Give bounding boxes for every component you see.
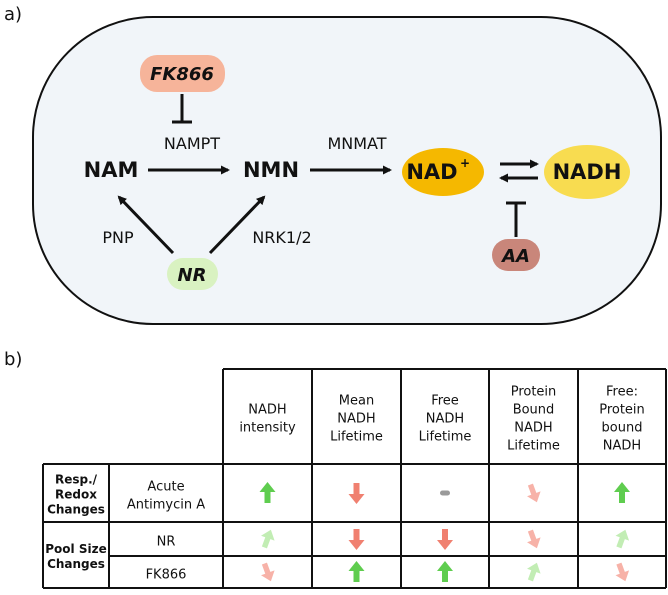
nad-node — [402, 148, 484, 196]
up-arrow-indicator — [348, 561, 365, 582]
up-arrow-indicator — [437, 561, 453, 582]
fk866-badge — [140, 55, 225, 92]
aa-label: AA — [500, 246, 530, 267]
down-arrow-indicator — [527, 483, 541, 503]
up-arrow-indicator — [527, 562, 541, 582]
enzyme-pnp: PNP — [102, 228, 134, 247]
row-label-2: NR — [157, 534, 176, 549]
up-arrow-indicator — [614, 482, 630, 503]
table-grid — [42, 368, 667, 589]
up-arrow-indicator — [259, 482, 276, 503]
panel-a-label: a) — [4, 4, 22, 25]
node-nmn: NMN — [243, 158, 299, 182]
node-nam: NAM — [84, 158, 139, 182]
enzyme-nampt: NAMPT — [164, 134, 220, 153]
nad-label: NAD — [406, 160, 457, 184]
up-arrow-indicator — [261, 529, 275, 549]
down-arrow-indicator — [348, 529, 365, 550]
aa-inhibition-line — [506, 201, 526, 237]
up-arrow-indicator — [615, 529, 630, 549]
no-change-indicator — [440, 490, 450, 496]
nadh-label: NADH — [553, 160, 622, 184]
arrow-nr-nmn — [208, 195, 266, 255]
down-arrow-indicator — [527, 529, 541, 549]
down-arrow-indicator — [437, 529, 453, 550]
down-arrow-indicator — [348, 483, 365, 504]
nadh-node — [544, 145, 630, 199]
equilibrium-arrows — [499, 159, 539, 183]
enzyme-mnmat: MNMAT — [327, 134, 386, 153]
down-arrow-indicator — [261, 562, 275, 582]
aa-badge — [492, 239, 540, 271]
down-arrow-indicator — [615, 562, 630, 582]
nr-label: NR — [178, 265, 207, 286]
arrow-nr-nam — [117, 195, 175, 255]
indicator-cells — [259, 482, 630, 582]
enzyme-nrk: NRK1/2 — [252, 228, 311, 247]
panel-b-label: b) — [4, 349, 22, 370]
fk866-label: FK866 — [150, 64, 214, 85]
nad-superscript: + — [460, 156, 470, 170]
nr-badge — [167, 258, 218, 290]
row-label-3: FK866 — [146, 567, 187, 582]
fk866-inhibition-line — [172, 94, 192, 124]
